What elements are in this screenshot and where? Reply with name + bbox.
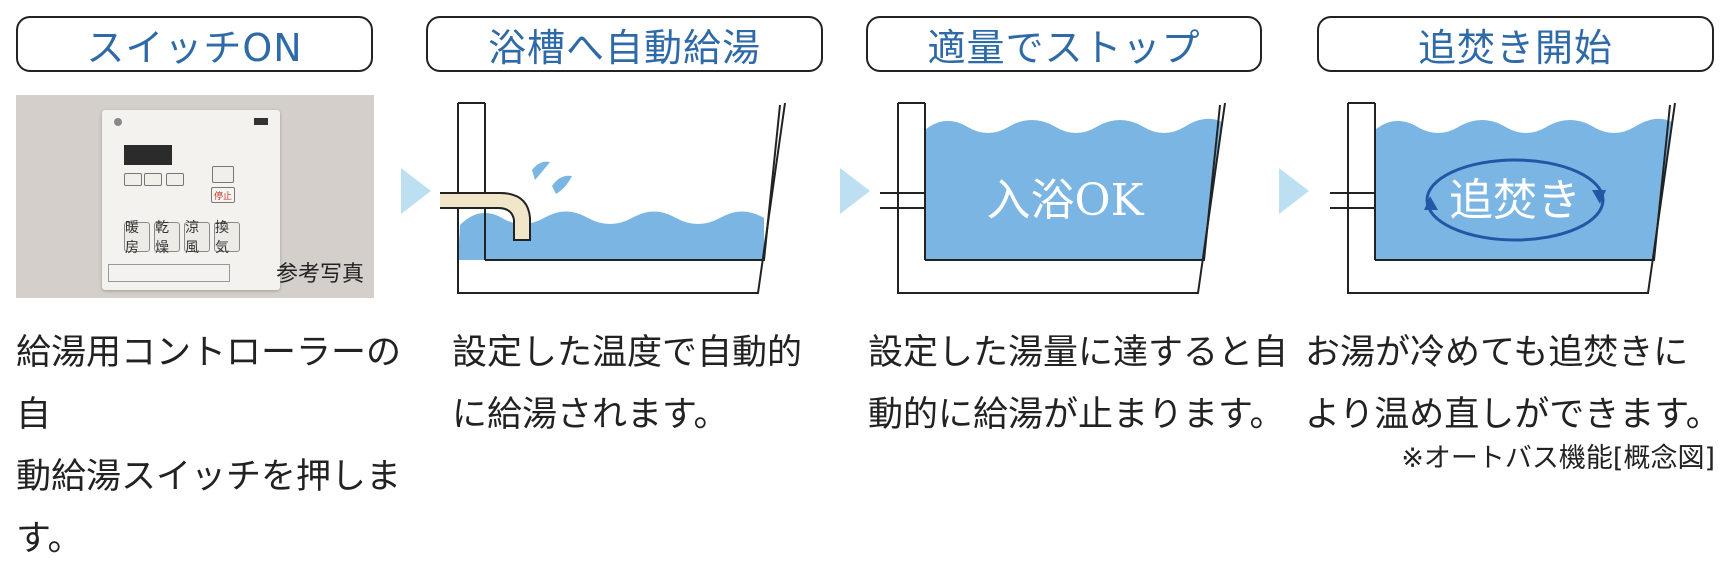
step-1-description: 給湯用コントローラーの自 動給湯スイッチを押します。 xyxy=(16,333,402,559)
heating-button: 暖房 xyxy=(124,220,150,256)
step-3-title: 適量でストップ xyxy=(866,16,1262,72)
step-arrow-1 xyxy=(401,168,431,214)
circulation-arrow-right-icon xyxy=(1592,190,1606,204)
controller-display xyxy=(124,145,172,165)
water-reheat xyxy=(1375,118,1672,260)
controller-photo: 停止 暖房 乾燥 涼風 換気 参考写真 xyxy=(16,95,374,298)
cool-breeze-button: 涼風 xyxy=(184,220,210,256)
stop-button: 停止 xyxy=(211,187,235,203)
tub-reheat-diagram: 追焚き xyxy=(1330,102,1676,294)
mode-button xyxy=(166,173,184,186)
brand-logo-icon xyxy=(114,118,122,126)
step-arrow-2 xyxy=(840,168,870,214)
up-button xyxy=(124,173,142,186)
step-3-description: 設定した湯量に達すると自 動的に給湯が止まります。 xyxy=(868,333,1289,435)
step-2-title: 浴槽へ自動給湯 xyxy=(426,16,823,72)
step-2-description: 設定した温度で自動的 に給湯されます。 xyxy=(452,333,803,435)
tub-full-diagram: 入浴OK xyxy=(880,102,1226,294)
circulation-loop-icon xyxy=(1425,158,1605,242)
max-badge xyxy=(254,118,268,125)
panel-label-strip xyxy=(108,264,230,282)
drying-button: 乾燥 xyxy=(154,220,180,256)
splash-drop-2 xyxy=(552,175,572,194)
tub-filling-diagram xyxy=(440,102,786,294)
step-arrow-3 xyxy=(1279,168,1309,214)
water-fill xyxy=(458,211,764,260)
step-1-title: スイッチON xyxy=(16,16,373,72)
down-button xyxy=(144,173,162,186)
circulation-arrow-left-icon xyxy=(1424,196,1438,210)
water-full xyxy=(925,118,1222,260)
ventilation-button: 換気 xyxy=(214,220,240,256)
splash-drop-1 xyxy=(532,161,550,180)
fill-pipe xyxy=(440,192,531,241)
footnote: ※オートバス機能[概念図] xyxy=(1401,443,1715,474)
controller-panel: 停止 暖房 乾燥 涼風 換気 xyxy=(102,110,280,290)
reference-photo-caption: 参考写真 xyxy=(275,262,364,287)
step-4-title: 追焚き開始 xyxy=(1317,16,1714,72)
tub-label-ok: 入浴OK xyxy=(987,175,1145,226)
tub-label-reheat: 追焚き xyxy=(1449,175,1581,226)
timer-button xyxy=(212,166,234,183)
step-4-description: お湯が冷めても追焚きに より温め直しができます。 xyxy=(1305,333,1721,435)
